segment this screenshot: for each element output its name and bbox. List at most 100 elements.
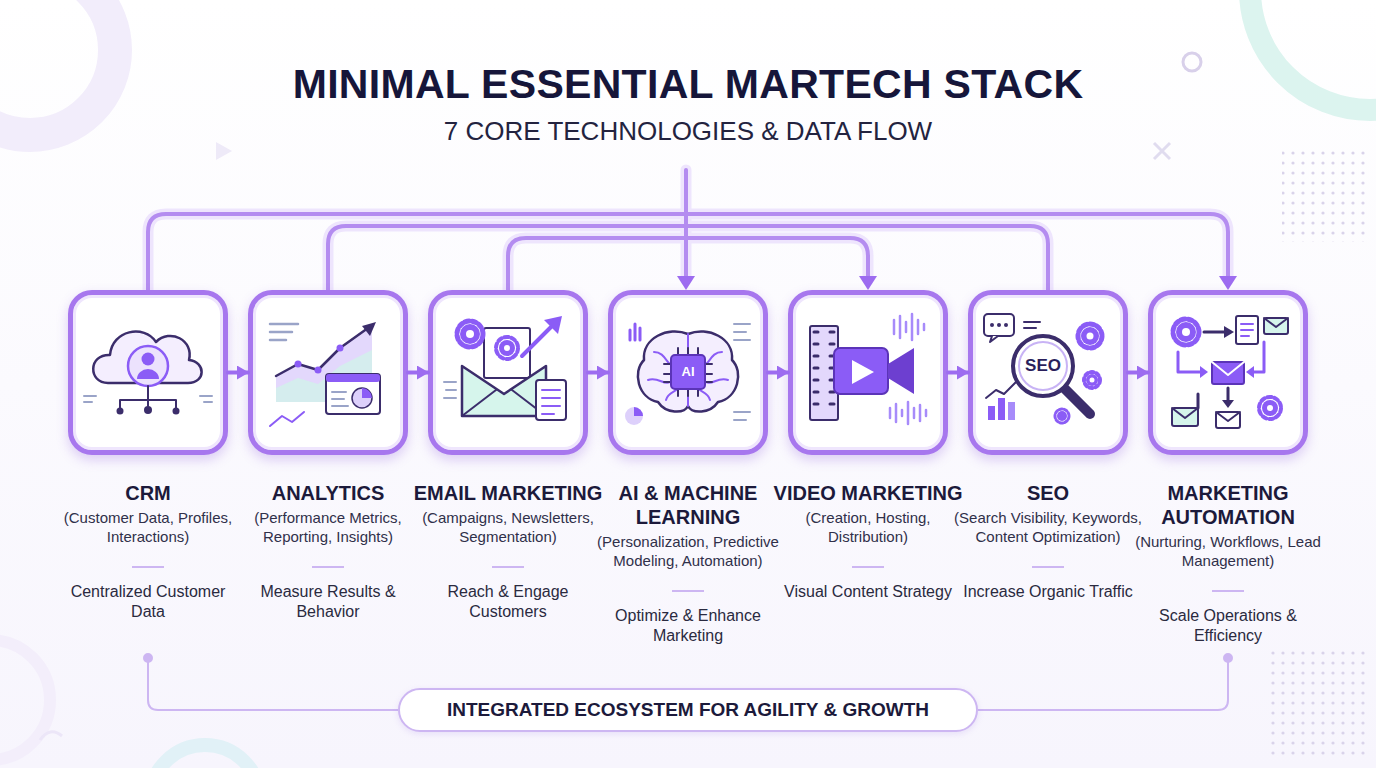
card-heading: ANALYTICS <box>233 481 423 505</box>
automation-icon <box>1216 412 1240 428</box>
ecosystem-bracket <box>144 654 152 662</box>
chip-label: AI <box>663 364 713 380</box>
email-icon <box>444 382 456 398</box>
card-tagline: Visual Content Strategy <box>773 582 963 602</box>
card-frame <box>68 290 228 455</box>
card-frame <box>428 290 588 455</box>
analytics-icon <box>332 392 348 406</box>
flow-bus <box>148 170 1237 290</box>
email-icon <box>444 316 566 420</box>
small-shapes <box>1154 143 1170 159</box>
video-icon <box>894 314 924 340</box>
automation-icon <box>1264 318 1288 334</box>
analytics-icon <box>270 412 304 426</box>
divider-line <box>312 566 344 568</box>
email-icon <box>484 328 530 378</box>
flow-bus <box>328 226 1048 290</box>
flow-bus <box>148 214 1228 290</box>
small-shapes <box>216 142 232 160</box>
card-frame <box>248 290 408 455</box>
crm-icon <box>144 406 152 414</box>
card-details: (Campaigns, Newsletters, Segmentation) <box>413 508 603 546</box>
crm-icon <box>93 332 201 383</box>
seo-icon <box>984 314 1014 336</box>
ecosystem-bracket <box>148 658 398 710</box>
seo-icon <box>1004 323 1008 327</box>
seo-icon <box>1024 322 1040 328</box>
dot-grid <box>1270 150 1366 760</box>
email-icon <box>536 380 566 420</box>
card-tagline: Increase Organic Traffic <box>953 582 1143 602</box>
seo-icon <box>1078 324 1102 348</box>
ecosystem-pill: INTEGRATED ECOSYSTEM FOR AGILITY & GROWT… <box>398 688 978 732</box>
automation-icon <box>1176 322 1196 342</box>
card-details: (Performance Metrics, Reporting, Insight… <box>233 508 423 546</box>
automation-icon <box>1246 366 1254 378</box>
flow-arrow <box>588 371 608 375</box>
seo-icon <box>1064 388 1090 414</box>
ai-brain-icon <box>630 324 640 340</box>
subtitle: 7 CORE TECHNOLOGIES & DATA FLOW <box>0 116 1376 146</box>
automation-icon <box>1262 400 1278 416</box>
flow-arrow <box>408 371 428 375</box>
flow-bus <box>328 226 1048 290</box>
flow-bus <box>859 276 877 290</box>
video-icon <box>852 360 874 384</box>
tech-card: MARKETING AUTOMATION(Nurturing, Workflow… <box>1133 290 1323 646</box>
ai-brain-icon <box>664 348 712 396</box>
automation-icon <box>1267 405 1273 411</box>
flow-arrow <box>948 371 968 375</box>
automation-icon <box>1264 318 1288 327</box>
tech-card: AI & MACHINE LEARNING(Personalization, P… <box>593 290 783 646</box>
card-details: (Search Visibility, Keywords, Content Op… <box>953 508 1143 546</box>
seo-icon <box>1081 327 1099 345</box>
analytics-icon <box>352 388 372 408</box>
seo-icon <box>1008 402 1015 420</box>
magnifier-label: SEO <box>1008 356 1078 376</box>
card-heading: AI & MACHINE LEARNING <box>593 481 783 529</box>
email-icon <box>466 330 474 338</box>
tech-card: EMAIL MARKETING(Campaigns, Newsletters, … <box>413 290 603 622</box>
analytics-icon <box>315 367 322 374</box>
analytics-icon <box>270 322 380 426</box>
divider-line <box>492 566 524 568</box>
tech-card: ANALYTICS (Performance Metrics, Reporting… <box>233 290 423 622</box>
automation-icon <box>1259 397 1281 419</box>
video-icon <box>810 314 926 424</box>
seo-icon <box>988 406 995 420</box>
corner-arcs <box>0 640 50 760</box>
card-details: (Nurturing, Workflows, Lead Management) <box>1133 532 1323 570</box>
automation-icon <box>1172 408 1198 426</box>
tech-card: SEO (Search Visibility, Keywords, Content… <box>953 290 1143 602</box>
analytics-icon <box>337 345 344 352</box>
card-heading: VIDEO MARKETING <box>773 481 963 505</box>
card-heading: MARKETING AUTOMATION <box>1133 481 1323 529</box>
automation-icon <box>1173 319 1199 345</box>
seo-icon <box>1057 411 1067 421</box>
email-icon <box>522 322 556 356</box>
crm-icon <box>84 332 212 415</box>
tech-card: VIDEO MARKETING (Creation, Hosting, Distr… <box>773 290 963 602</box>
ai-brain-icon <box>734 324 750 340</box>
card-details: (Creation, Hosting, Distribution) <box>773 508 963 546</box>
email-icon <box>496 337 518 359</box>
automation-icon <box>1250 342 1264 372</box>
automation-icon <box>1241 324 1253 336</box>
automation-icon <box>1172 408 1198 418</box>
seo-icon <box>986 382 1016 398</box>
video-icon <box>888 348 914 394</box>
flow-bus <box>148 214 1228 290</box>
analytics-icon <box>276 328 368 376</box>
small-shapes <box>1183 53 1201 71</box>
seo-icon <box>998 398 1005 420</box>
corner-arcs <box>1250 0 1376 110</box>
seo-icon <box>984 314 1102 423</box>
tech-card: CRM(Customer Data, Profiles, Interaction… <box>53 290 243 622</box>
flow-bus <box>148 170 1228 290</box>
email-icon <box>499 340 515 356</box>
dot-grid <box>1282 150 1366 242</box>
seo-icon <box>990 336 998 342</box>
automation-icon <box>1198 388 1228 408</box>
automation-icon <box>1204 331 1228 334</box>
